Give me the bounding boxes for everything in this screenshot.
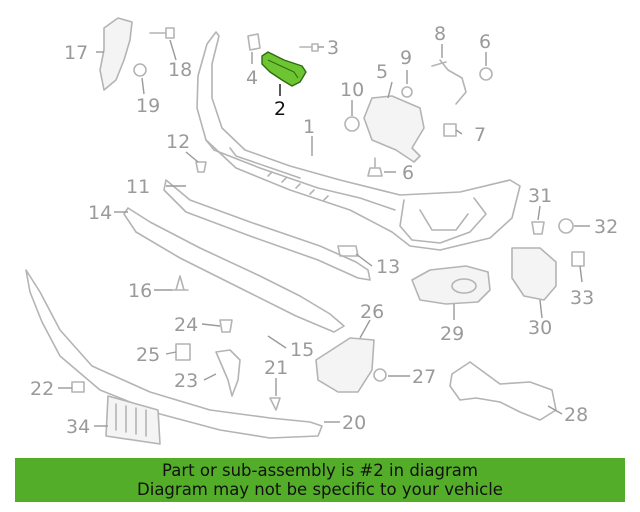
banner-line-2: Diagram may not be specific to your vehi… [137, 480, 503, 499]
callout-31: 31 [528, 185, 552, 207]
bumper-cover-part-1 [196, 31, 521, 251]
small-parts [71, 17, 585, 421]
callout-8: 8 [434, 23, 446, 45]
callout-32: 32 [594, 216, 618, 238]
callout-12: 12 [166, 131, 190, 153]
callout-9: 9 [400, 47, 412, 69]
callout-27: 27 [412, 366, 436, 388]
callout-23: 23 [174, 370, 198, 392]
callout-26: 26 [360, 301, 384, 323]
leader-lines [58, 39, 590, 427]
callout-10: 10 [340, 79, 364, 101]
callout-18: 18 [168, 59, 192, 81]
callout-25: 25 [136, 344, 160, 366]
callout-19: 19 [136, 95, 160, 117]
callout-14: 14 [88, 202, 112, 224]
callout-15: 15 [290, 339, 314, 361]
parts-diagram: 1 2 3 4 5 6 6 7 8 9 10 11 12 13 14 15 16… [25, 17, 618, 445]
callout-28: 28 [564, 404, 588, 426]
callout-33: 33 [570, 287, 594, 309]
callout-21: 21 [264, 357, 288, 379]
callout-labels: 1 2 3 4 5 6 6 7 8 9 10 11 12 13 14 15 16… [30, 23, 618, 438]
callout-13: 13 [376, 256, 400, 278]
callout-24: 24 [174, 314, 198, 336]
callout-4: 4 [246, 67, 258, 89]
callout-20: 20 [342, 412, 366, 434]
callout-5: 5 [376, 61, 388, 83]
callout-30: 30 [528, 317, 552, 339]
callout-17: 17 [64, 42, 88, 64]
grille-strips [25, 179, 371, 445]
callout-6a: 6 [479, 31, 491, 53]
callout-6b: 6 [402, 162, 414, 184]
callout-22: 22 [30, 378, 54, 400]
callout-1: 1 [303, 116, 315, 138]
callout-34: 34 [66, 416, 90, 438]
callout-2: 2 [274, 98, 286, 120]
callout-11: 11 [126, 176, 150, 198]
bracket-part-2 [261, 51, 307, 87]
callout-16: 16 [128, 280, 152, 302]
callout-3: 3 [327, 37, 339, 59]
callout-29: 29 [440, 323, 464, 345]
callout-7: 7 [474, 124, 486, 146]
banner-line-1: Part or sub-assembly is #2 in diagram [162, 461, 478, 480]
info-banner: Part or sub-assembly is #2 in diagram Di… [15, 458, 625, 502]
